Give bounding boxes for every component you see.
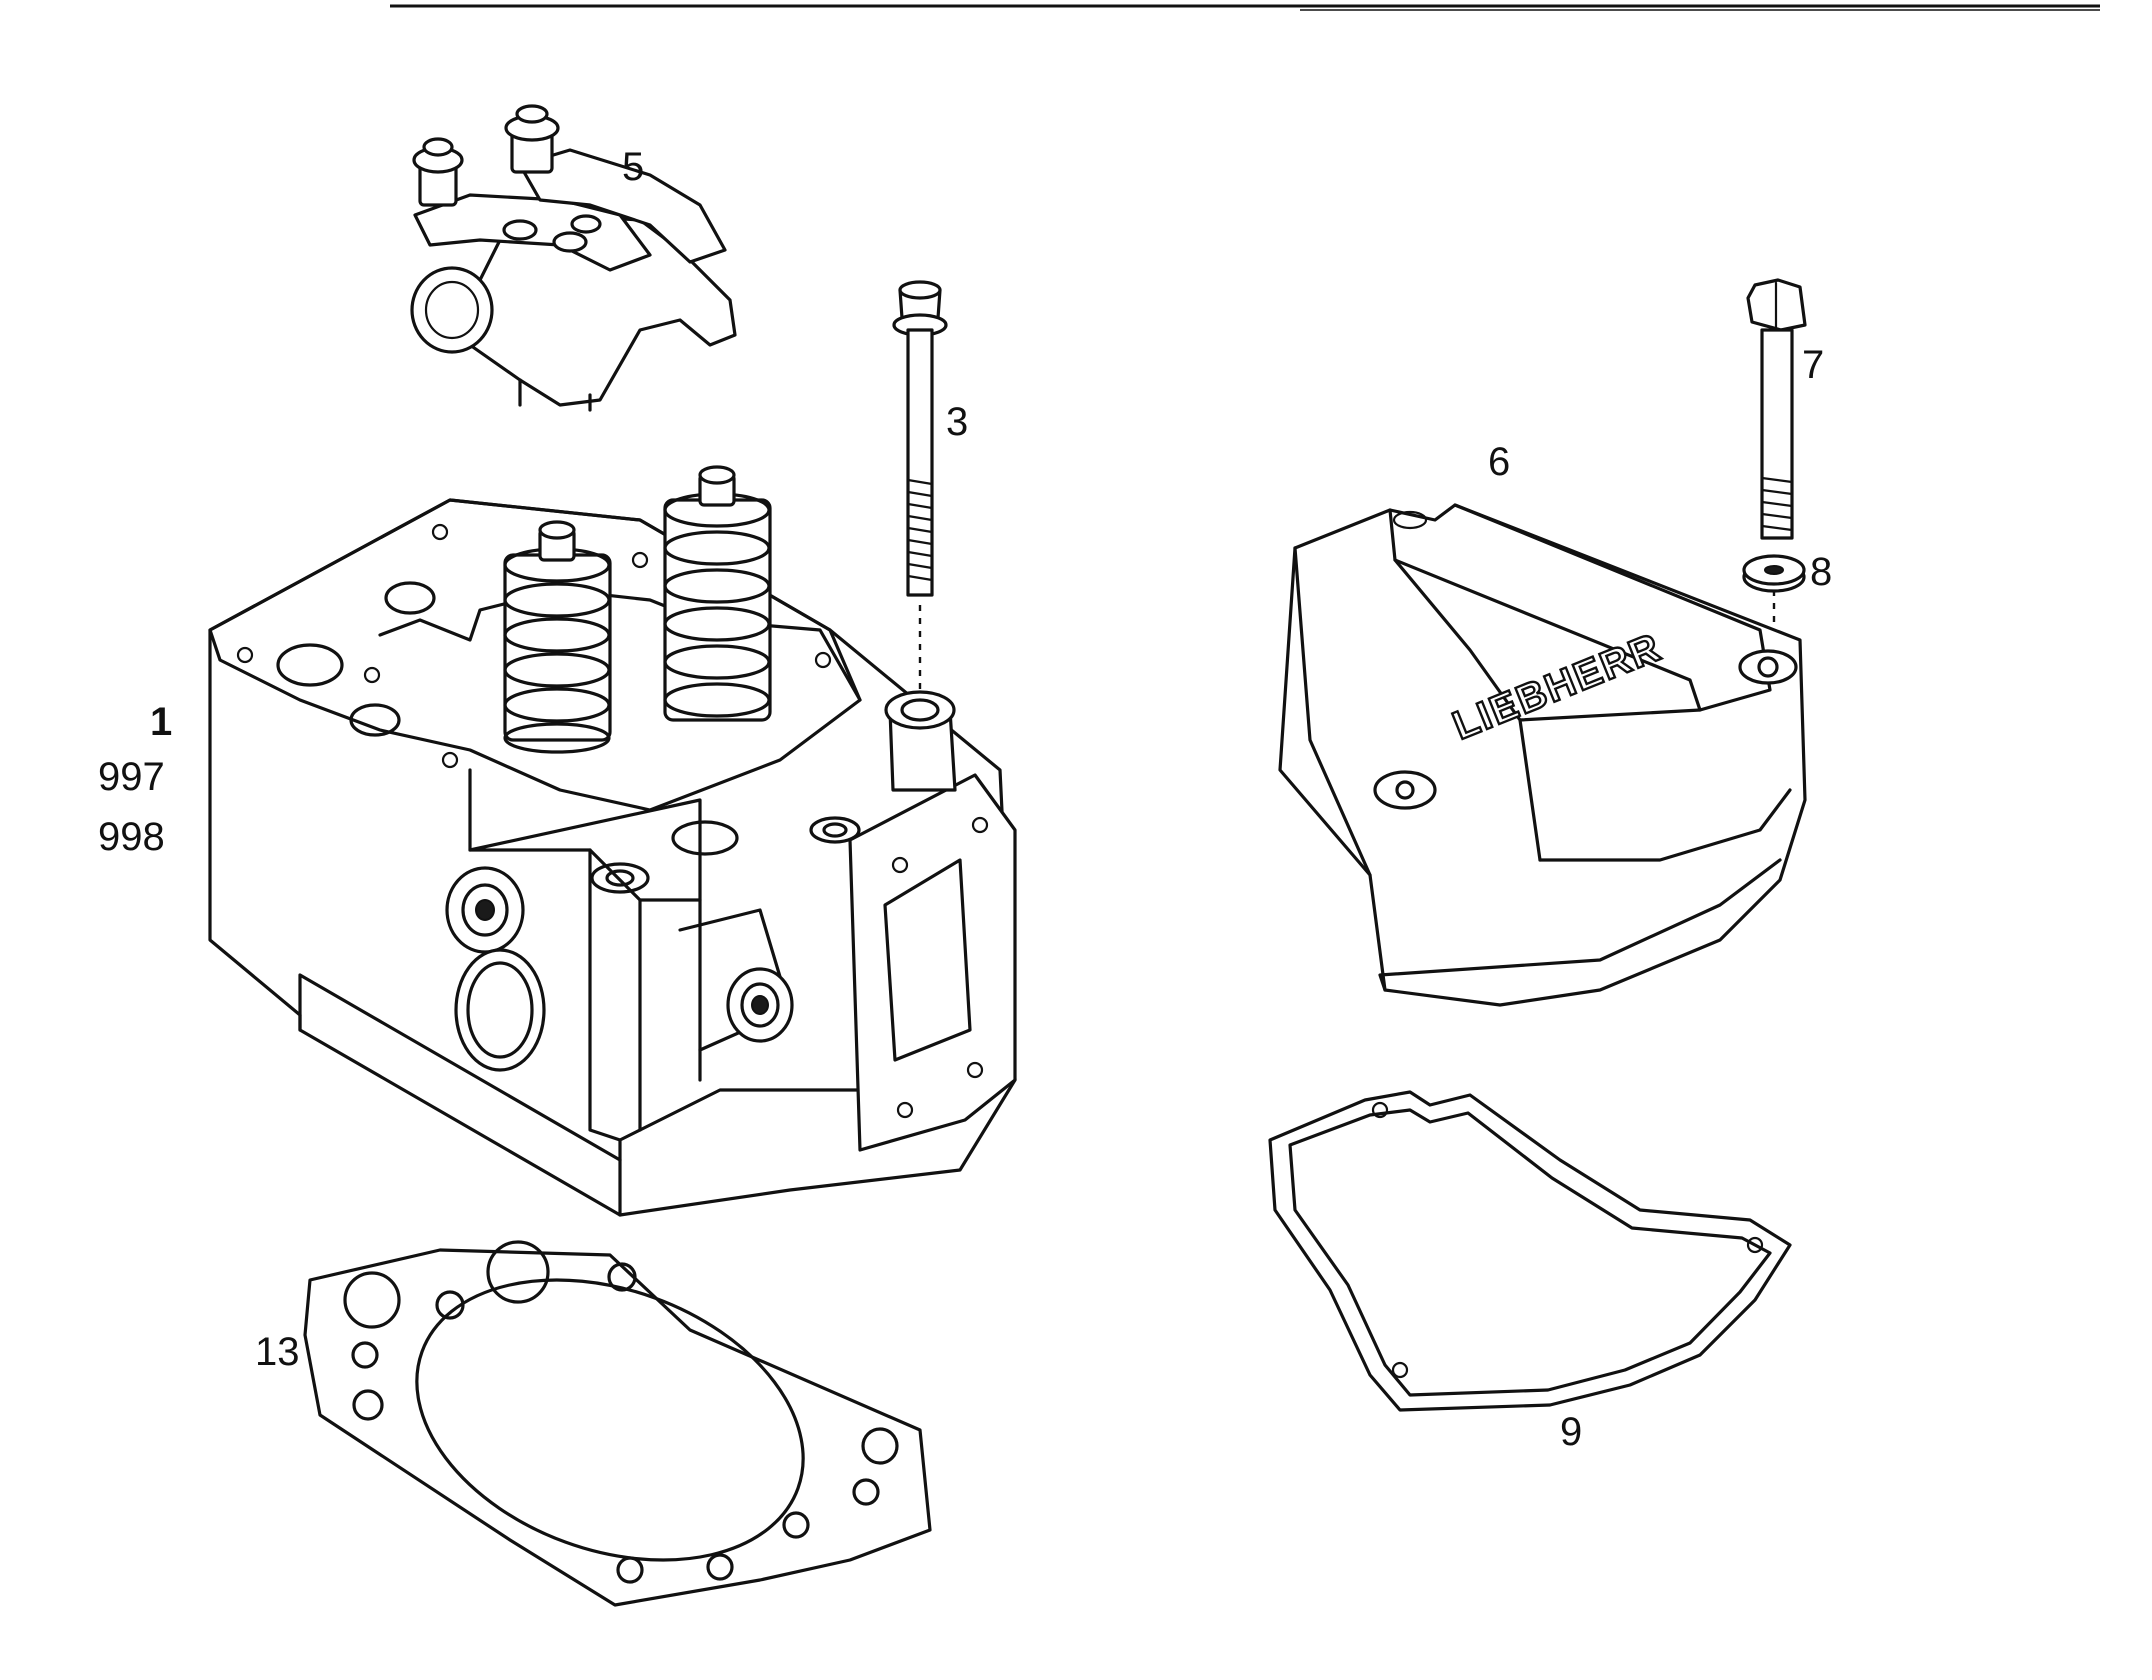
top-border-rule [390,4,2100,11]
cylinder-head-bolt [892,280,948,695]
injector-boss-right [726,967,794,1043]
callout-labels: 5 3 1 997 998 13 6 7 8 9 [98,145,1832,1454]
callout-998: 998 [98,815,165,859]
injector-boss-left [445,866,525,954]
callout-1: 1 [150,700,172,744]
cover-bolt [1746,278,1807,540]
callout-8: 8 [1810,550,1832,594]
valve-cover: LIEBHERR [1278,503,1807,1007]
callout-9: 9 [1560,1410,1582,1454]
valve-spring-left [503,520,612,754]
callout-997: 997 [98,755,165,799]
rocker-arm-assembly [410,104,737,412]
callout-13: 13 [255,1330,300,1374]
callout-7: 7 [1802,343,1824,387]
cylinder-head [208,498,1017,1217]
callout-5: 5 [622,145,644,189]
cylinder-head-gasket [303,1240,932,1607]
callout-6: 6 [1488,440,1510,484]
valve-spring-right [663,465,772,722]
sealing-washer [1742,554,1806,650]
valve-cover-gasket [1268,1090,1792,1412]
callout-3: 3 [946,400,968,444]
